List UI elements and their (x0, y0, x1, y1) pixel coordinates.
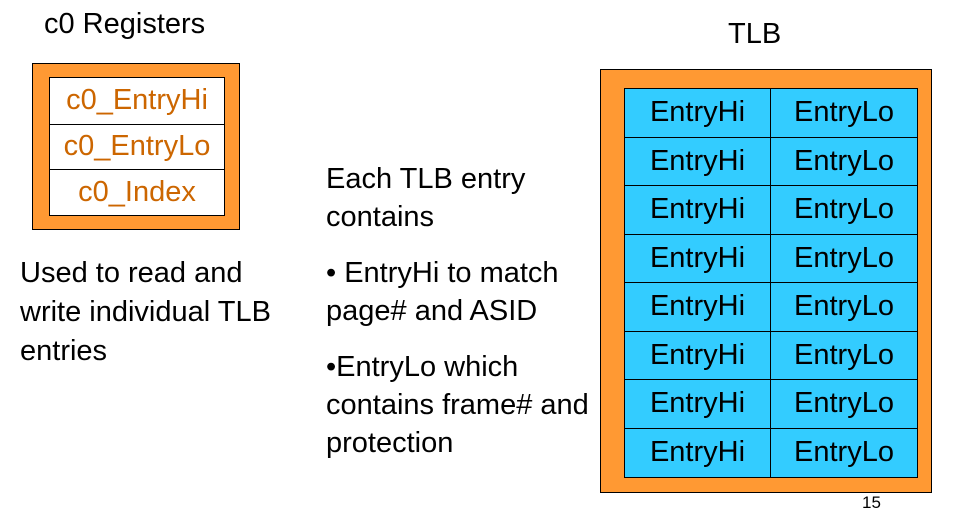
c0-registers-title: c0 Registers (44, 8, 206, 40)
entryhi-bullet: • EntryHi to match page# and ASID (326, 257, 559, 327)
tlb-entryhi-cell: EntryHi (625, 428, 771, 477)
register-c0-entryhi: c0_EntryHi (66, 84, 208, 117)
tlb-entry-explanation: Each TLB entry contains • EntryHi to mat… (326, 160, 606, 462)
c0-registers-description: Used to read and write individual TLB en… (20, 257, 271, 367)
tlb-entrylo-cell: EntryLo (771, 89, 917, 138)
tlb-entryhi-cell: EntryHi (625, 283, 771, 332)
tlb-entrylo-cell: EntryLo (771, 283, 917, 332)
tlb-entries-table: EntryHi EntryLo EntryHi EntryLo EntryHi … (624, 88, 918, 478)
c0-registers-list: c0_EntryHi c0_EntryLo c0_Index (49, 77, 225, 216)
tlb-entrylo-cell: EntryLo (771, 186, 917, 235)
tlb-entryhi-cell: EntryHi (625, 331, 771, 380)
tlb-entryhi-cell: EntryHi (625, 234, 771, 283)
tlb-entryhi-cell: EntryHi (625, 89, 771, 138)
entrylo-bullet: •EntryLo which contains frame# and prote… (326, 351, 589, 459)
c0-registers-frame: c0_EntryHi c0_EntryLo c0_Index (32, 63, 240, 230)
tlb-entryhi-cell: EntryHi (625, 380, 771, 429)
tlb-entrylo-cell: EntryLo (794, 436, 894, 469)
tlb-title: TLB (728, 18, 782, 50)
tlb-entryhi-cell: EntryHi (625, 186, 771, 235)
tlb-entrylo-cell: EntryLo (771, 380, 917, 429)
tlb-entryhi-cell: EntryHi (625, 137, 771, 186)
slide-page-number: 15 (862, 493, 881, 512)
tlb-entrylo-cell: EntryLo (771, 138, 917, 186)
tlb-frame: EntryHi EntryLo EntryHi EntryLo EntryHi … (600, 69, 932, 493)
tlb-entrylo-cell: EntryLo (771, 235, 917, 283)
register-c0-entrylo: c0_EntryLo (50, 123, 224, 170)
tlb-entry-intro: Each TLB entry contains (326, 163, 526, 233)
register-c0-index: c0_Index (50, 169, 224, 215)
tlb-entrylo-cell: EntryLo (771, 332, 917, 380)
